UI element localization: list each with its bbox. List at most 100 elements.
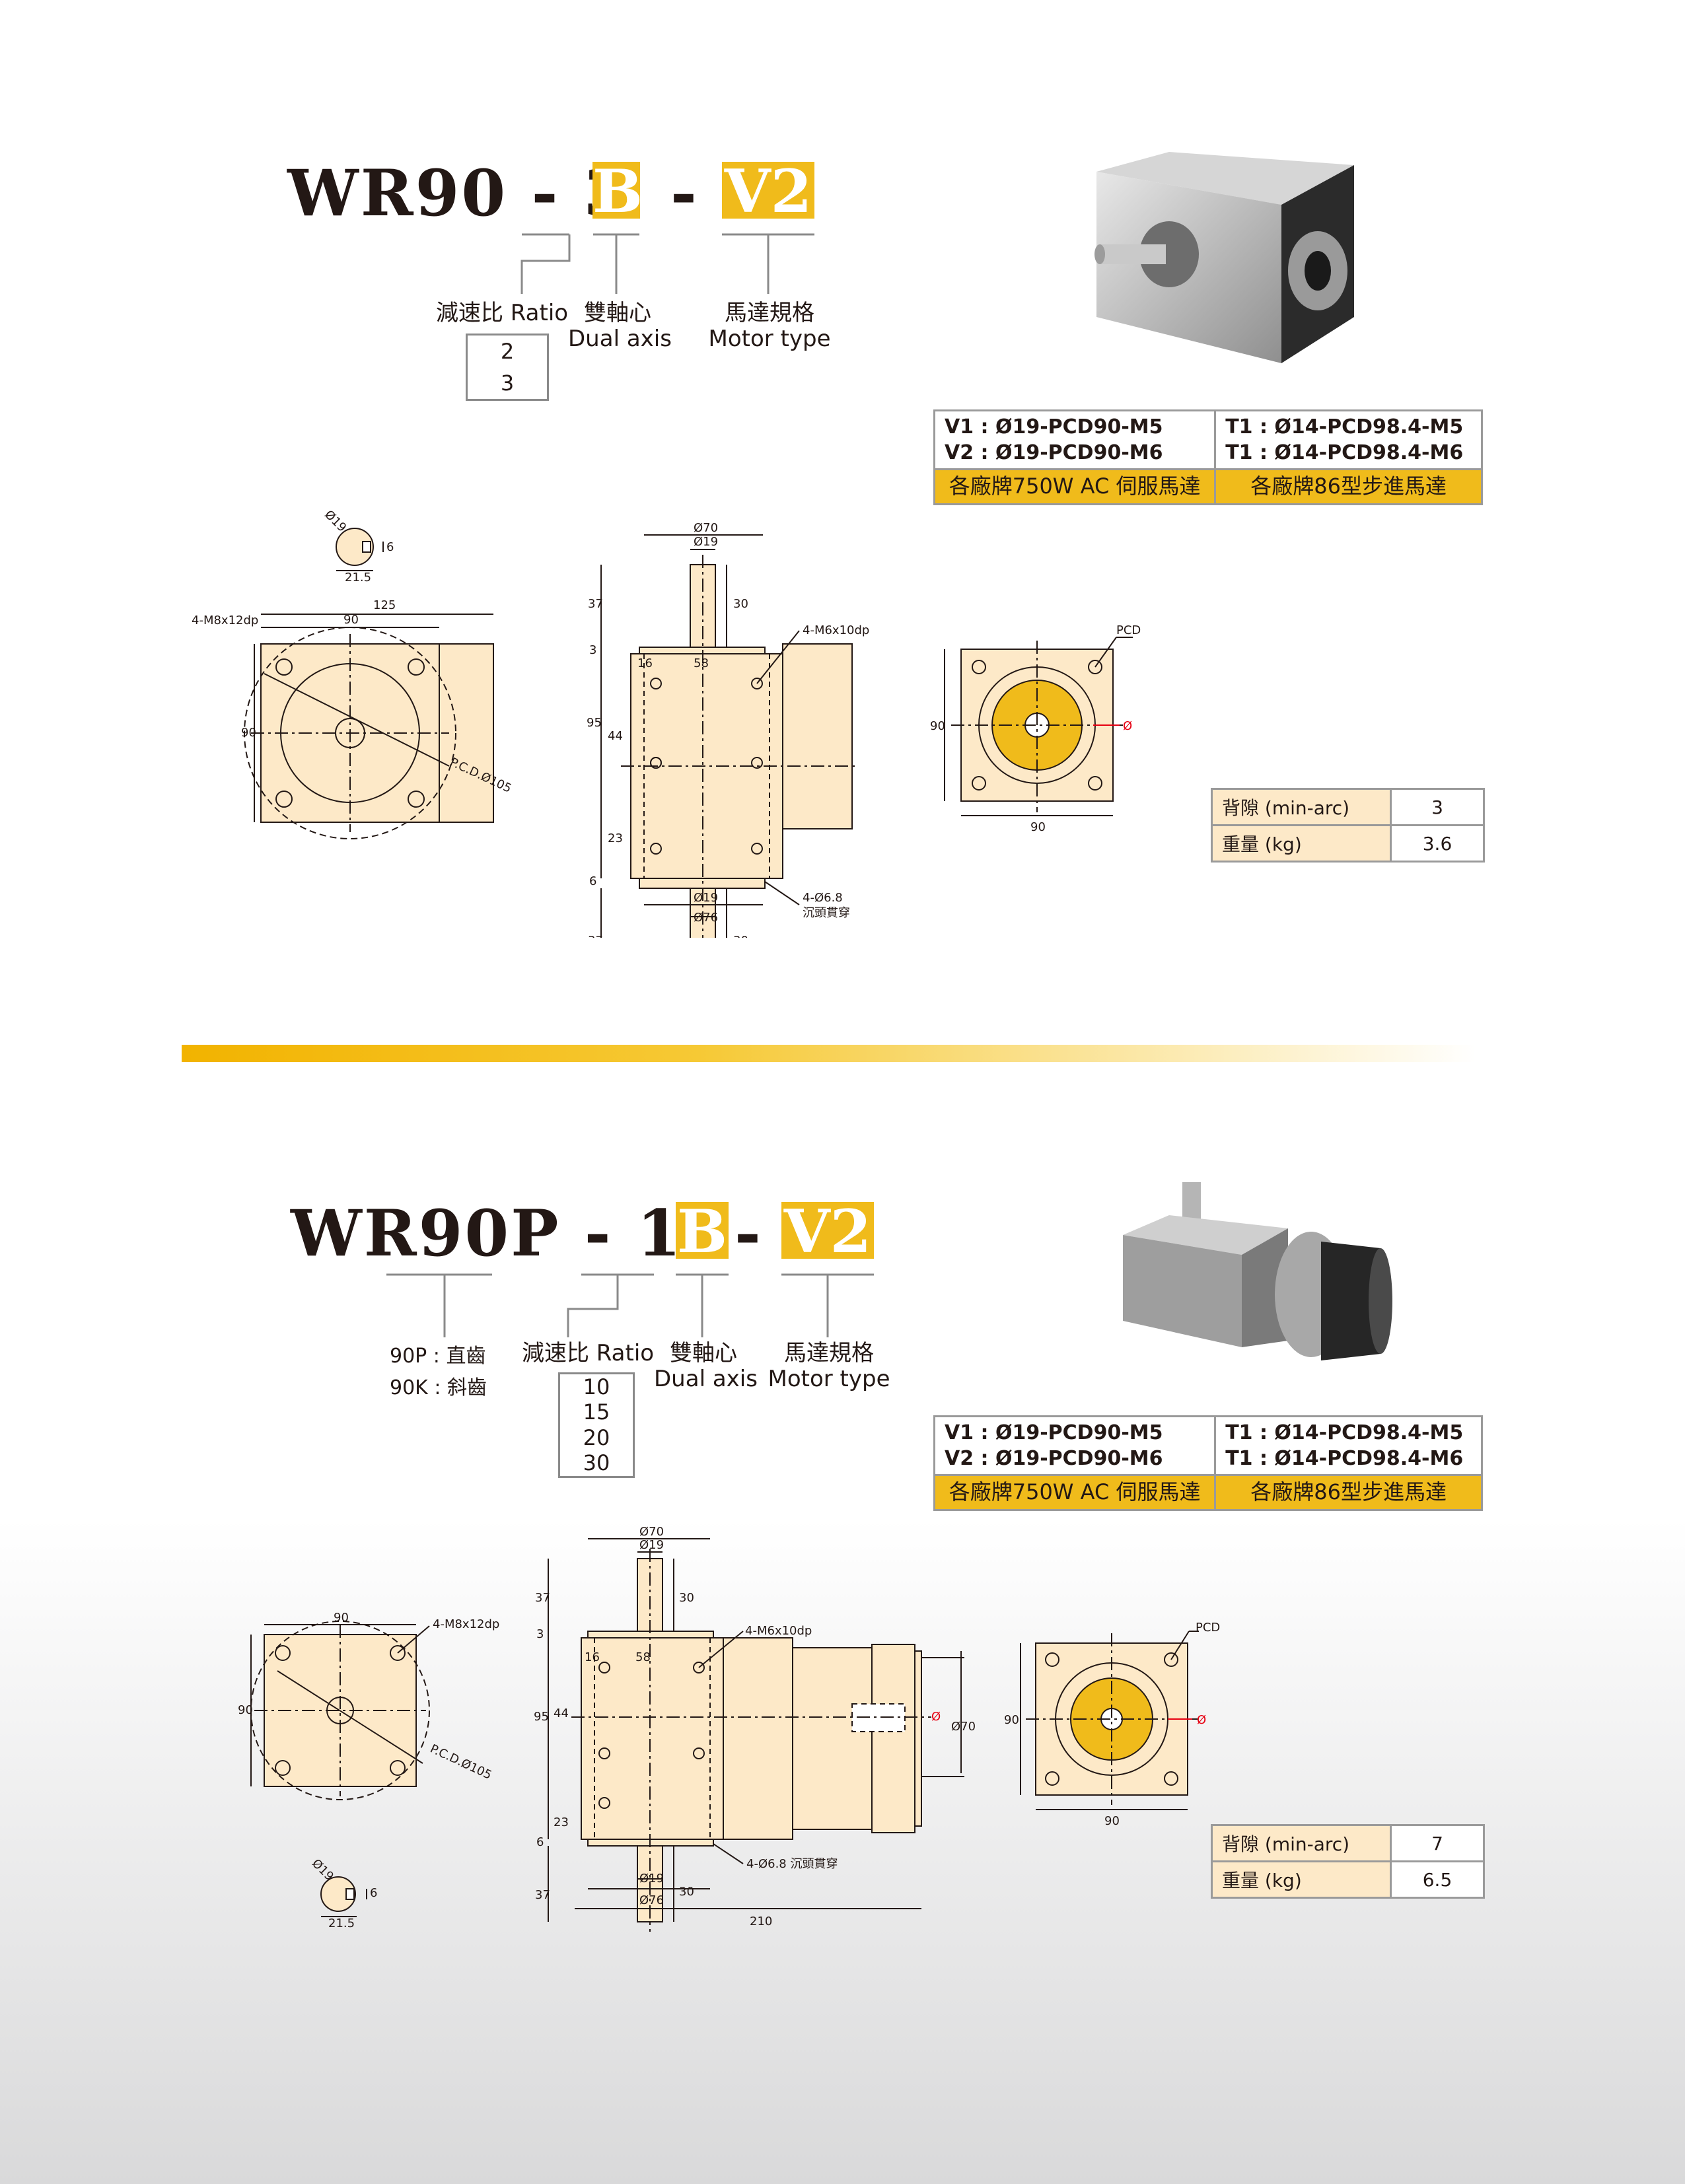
- dim-90-flange: 90: [1030, 820, 1046, 834]
- dim-m8: 4-M8x12dp: [433, 1617, 499, 1631]
- dim-90-flange: 90: [1104, 1814, 1120, 1828]
- motor-code-box-2: V2: [781, 1202, 874, 1261]
- weight-label: 重量 (kg): [1211, 1860, 1392, 1899]
- spec-cell-t: T1 : Ø14-PCD98.4-M5 T1 : Ø14-PCD98.4-M6: [1214, 409, 1483, 470]
- backlash-label: 背隙 (min-arc): [1211, 788, 1392, 826]
- dim-phi: Ø: [1197, 1713, 1206, 1727]
- ratio-box-1: 2 3: [466, 334, 549, 401]
- dim-30-bottom: 30: [733, 934, 748, 938]
- dim-phi70: Ø70: [694, 521, 718, 535]
- dim-6: 6: [370, 1886, 377, 1900]
- model-code-2: WR90P - 10: [291, 1202, 729, 1265]
- dim-6-side: 6: [536, 1835, 544, 1849]
- motor-label-1: 馬達規格 Motor type: [703, 300, 836, 352]
- ratio-value: 2: [500, 339, 515, 364]
- ratio-value: 10: [583, 1374, 610, 1399]
- weight-value: 3.6: [1390, 824, 1485, 863]
- dim-95: 95: [534, 1710, 549, 1724]
- dim-95: 95: [587, 716, 602, 730]
- technical-drawing-1: Ø19 6 21.5 4-M8x12dp 125 90 90 P.C.D.Ø10…: [192, 508, 1141, 938]
- spec-cell-t: T1 : Ø14-PCD98.4-M5 T1 : Ø14-PCD98.4-M6: [1214, 1415, 1483, 1476]
- dim-58: 58: [694, 656, 709, 670]
- dim-m6: 4-M6x10dp: [803, 623, 869, 637]
- dim-44: 44: [554, 1707, 569, 1720]
- dim-phi19-top: Ø19: [694, 535, 718, 549]
- code-prefix: WR90 - 3: [287, 156, 630, 230]
- dim-phi: Ø: [1123, 719, 1132, 733]
- code-prefix: WR90P - 10: [291, 1196, 729, 1271]
- spec-v1: V1 : Ø19-PCD90-M5: [945, 415, 1163, 439]
- dim-phi-side: Ø: [931, 1710, 941, 1724]
- spec-cell-v: V1 : Ø19-PCD90-M5 V2 : Ø19-PCD90-M6: [933, 1415, 1217, 1476]
- backlash-table-1: 背隙 (min-arc) 3 重量 (kg) 3.6: [1211, 788, 1485, 863]
- dim-pcd: PCD: [1196, 1621, 1220, 1635]
- backlash-label: 背隙 (min-arc): [1211, 1824, 1392, 1862]
- dim-holes-note: 沉頭貫穿: [803, 906, 850, 920]
- dim-phi19-bottom: Ø19: [639, 1872, 664, 1885]
- spec-t1b: T1 : Ø14-PCD98.4-M6: [1225, 441, 1464, 464]
- dim-30-bottom: 30: [679, 1885, 694, 1899]
- backlash-value: 7: [1390, 1824, 1485, 1862]
- dim-37-bottom: 37: [535, 1888, 550, 1902]
- tooth-k: 90K : 斜齒: [390, 1376, 487, 1399]
- spec-servo: 各廠牌750W AC 伺服馬達: [933, 468, 1217, 505]
- dim-holes-full: 4-Ø6.8 沉頭貫穿: [746, 1857, 838, 1871]
- dim-210: 210: [750, 1915, 772, 1928]
- spec-t1a: T1 : Ø14-PCD98.4-M5: [1225, 415, 1464, 439]
- code-leader-lines-2: [386, 1273, 874, 1337]
- dim-6-side: 6: [589, 874, 596, 888]
- dim-23: 23: [554, 1815, 569, 1829]
- dim-phi19-top: Ø19: [639, 1538, 664, 1552]
- dim-37-bottom: 37: [588, 934, 603, 938]
- spec-v2: V2 : Ø19-PCD90-M6: [945, 441, 1163, 464]
- dim-30-top: 30: [679, 1591, 694, 1605]
- dim-6: 6: [386, 540, 394, 554]
- axis-label-en: Dual axis: [568, 326, 672, 353]
- dim-phi76: Ø76: [639, 1893, 664, 1907]
- dim-90-v: 90: [241, 726, 256, 740]
- axis-label-zh: 雙軸心: [584, 300, 651, 326]
- spec-servo: 各廠牌750W AC 伺服馬達: [933, 1474, 1217, 1511]
- dim-44: 44: [608, 729, 623, 743]
- dim-3: 3: [536, 1627, 544, 1641]
- ratio-box-2: 10 15 20 30: [558, 1372, 635, 1478]
- spec-stepper: 各廠牌86型步進馬達: [1214, 468, 1483, 505]
- motor-spec-table-1: V1 : Ø19-PCD90-M5 V2 : Ø19-PCD90-M6 T1 :…: [933, 409, 1483, 505]
- ratio-value: 30: [583, 1450, 610, 1476]
- dim-37-top: 37: [588, 597, 603, 611]
- motor-spec-table-2: V1 : Ø19-PCD90-M5 V2 : Ø19-PCD90-M6 T1 :…: [933, 1415, 1483, 1511]
- dim-90-v: 90: [238, 1703, 253, 1717]
- dim-pcd105: P.C.D.Ø105: [428, 1742, 494, 1782]
- product-image-wr90: [1094, 152, 1354, 363]
- tooth-p: 90P : 直齒: [390, 1345, 486, 1368]
- axis-label-zh: 雙軸心: [670, 1340, 737, 1366]
- dim-holes: 4-Ø6.8: [803, 891, 843, 905]
- axis-label-en: Dual axis: [654, 1366, 758, 1393]
- dim-90-flange-v: 90: [930, 719, 945, 733]
- weight-value: 6.5: [1390, 1860, 1485, 1899]
- backlash-table-2: 背隙 (min-arc) 7 重量 (kg) 6.5: [1211, 1824, 1485, 1899]
- dim-90: 90: [343, 613, 359, 627]
- axis-code-box-2: B: [676, 1197, 729, 1267]
- code-dash-2: -: [735, 1196, 763, 1271]
- dim-37-top: 37: [535, 1591, 550, 1605]
- weight-label: 重量 (kg): [1211, 824, 1392, 863]
- code-leader-lines-1: [520, 233, 814, 294]
- dim-m6: 4-M6x10dp: [745, 1624, 812, 1638]
- dim-21-5: 21.5: [328, 1917, 355, 1930]
- section-divider: [182, 1045, 1476, 1062]
- dim-phi76: Ø76: [694, 911, 718, 925]
- axis-label-2: 雙軸心 Dual axis: [654, 1340, 758, 1393]
- dim-phi19-bottom: Ø19: [694, 891, 718, 905]
- dim-30-top: 30: [733, 597, 748, 611]
- spec-stepper: 各廠牌86型步進馬達: [1214, 1474, 1483, 1511]
- motor-label-zh: 馬達規格: [725, 300, 814, 326]
- spec-cell-v: V1 : Ø19-PCD90-M5 V2 : Ø19-PCD90-M6: [933, 409, 1217, 470]
- spec-v2: V2 : Ø19-PCD90-M6: [945, 1447, 1163, 1470]
- motor-label-2: 馬達規格 Motor type: [763, 1340, 895, 1392]
- ratio-value: 3: [500, 370, 515, 396]
- code-dash: -: [670, 156, 699, 230]
- dim-90-flange-v: 90: [1004, 1713, 1019, 1727]
- product-image-wr90p: [1123, 1182, 1392, 1360]
- spec-t1b: T1 : Ø14-PCD98.4-M6: [1225, 1447, 1464, 1470]
